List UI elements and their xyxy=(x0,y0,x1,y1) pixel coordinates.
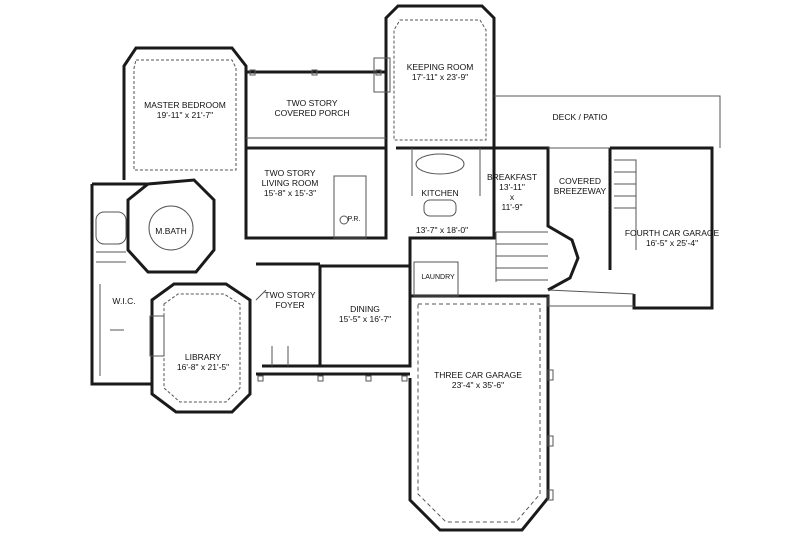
front-column xyxy=(257,375,264,382)
kitchen-counter xyxy=(423,199,457,217)
laundry-room xyxy=(413,261,459,297)
front-column xyxy=(401,375,408,382)
tray-ceiling xyxy=(133,59,237,171)
library-fireplace xyxy=(149,315,165,357)
interior-lines xyxy=(95,19,721,523)
wall-living xyxy=(244,146,388,240)
porch-column xyxy=(375,69,382,76)
library-inner xyxy=(163,293,241,403)
keeping-ceiling xyxy=(393,19,487,141)
garage-stairs xyxy=(614,159,637,250)
exterior-walls xyxy=(90,4,714,532)
wall-three-garage xyxy=(408,294,550,532)
porch-column xyxy=(249,69,256,76)
garage-column xyxy=(547,489,554,501)
wall-master-bath xyxy=(126,178,216,274)
kitchen-cabinets xyxy=(411,148,481,196)
fireplace xyxy=(373,57,391,93)
porch-column xyxy=(311,69,318,76)
front-column xyxy=(317,375,324,382)
wall-master-bedroom xyxy=(122,46,248,180)
deck-outline xyxy=(494,95,721,148)
wall-breakfast xyxy=(494,146,580,292)
garage-column xyxy=(547,369,554,381)
wic-shelves xyxy=(96,251,126,376)
wall-library xyxy=(150,282,252,414)
wall-left-wing xyxy=(90,182,152,386)
garage-inner xyxy=(417,303,541,523)
wall-kitchen xyxy=(396,146,496,296)
stairs xyxy=(495,231,548,282)
wall-porch xyxy=(246,70,388,148)
toilet-icon xyxy=(339,215,349,225)
wall-fourth-garage xyxy=(610,146,714,310)
powder-room xyxy=(333,175,367,239)
kitchen-island xyxy=(415,153,465,175)
garage-column xyxy=(547,435,554,447)
foyer-door xyxy=(255,289,289,366)
bath-center xyxy=(148,205,194,251)
breezeway-outline xyxy=(547,147,635,307)
bathtub xyxy=(95,211,127,245)
wall-dining xyxy=(318,264,412,368)
wall-keeping-room xyxy=(384,4,496,148)
front-column xyxy=(365,375,372,382)
